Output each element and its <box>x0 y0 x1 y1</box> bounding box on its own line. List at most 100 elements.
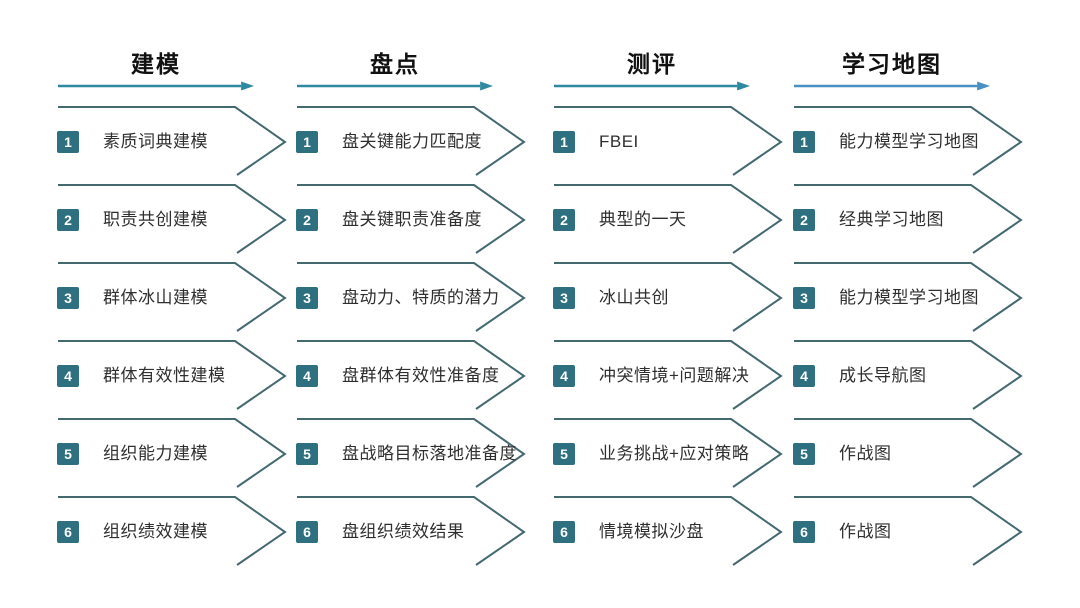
step-number-badge: 5 <box>793 443 815 465</box>
step-label: 群体冰山建模 <box>103 288 208 307</box>
process-step: 2 经典学习地图 <box>793 183 1023 261</box>
step-arrow-outline-icon <box>297 184 526 254</box>
process-step: 3 能力模型学习地图 <box>793 261 1023 339</box>
step-number-badge: 2 <box>57 209 79 231</box>
step-number-badge: 5 <box>57 443 79 465</box>
step-number-badge: 4 <box>793 365 815 387</box>
step-arrow-outline-icon <box>297 496 526 566</box>
step-label: 盘动力、特质的潜力 <box>342 288 500 307</box>
process-column-4: 学习地图 1 能力模型学习地图 2 经典学习地图 3 <box>793 48 1023 573</box>
step-number-badge: 6 <box>57 521 79 543</box>
process-step: 4 群体有效性建模 <box>57 339 287 417</box>
column-arrow-icon <box>57 81 255 91</box>
process-step: 1 FBEI <box>553 105 783 183</box>
step-label: 盘关键能力匹配度 <box>342 132 482 151</box>
step-number-badge: 1 <box>296 131 318 153</box>
step-label: 冰山共创 <box>599 288 669 307</box>
step-arrow-outline-icon <box>297 418 526 488</box>
process-step: 6 情境模拟沙盘 <box>553 495 783 573</box>
process-step: 3 盘动力、特质的潜力 <box>296 261 526 339</box>
process-step: 5 盘战略目标落地准备度 <box>296 417 526 495</box>
step-arrow-outline-icon <box>297 262 526 332</box>
step-label: 组织能力建模 <box>103 444 208 463</box>
step-arrow-outline-icon <box>554 262 783 332</box>
process-step: 6 作战图 <box>793 495 1023 573</box>
process-column-2: 盘点 1 盘关键能力匹配度 2 盘关键职责准备度 3 <box>296 48 526 573</box>
step-label: 盘关键职责准备度 <box>342 210 482 229</box>
column-items: 1 素质词典建模 2 职责共创建模 3 群体冰山建模 4 群体有效性建模 <box>57 105 287 573</box>
step-label: 作战图 <box>839 522 892 541</box>
step-arrow-outline-icon <box>554 184 783 254</box>
step-label: 经典学习地图 <box>839 210 944 229</box>
process-step: 5 组织能力建模 <box>57 417 287 495</box>
step-label: 群体有效性建模 <box>103 366 226 385</box>
column-arrow-icon <box>296 81 494 91</box>
step-arrow-outline-icon <box>58 496 287 566</box>
process-step: 6 组织绩效建模 <box>57 495 287 573</box>
step-arrow-outline-icon <box>554 418 783 488</box>
step-arrow-outline-icon <box>794 418 1023 488</box>
step-label: 成长导航图 <box>839 366 927 385</box>
step-number-badge: 6 <box>296 521 318 543</box>
process-step: 5 业务挑战+应对策略 <box>553 417 783 495</box>
step-number-badge: 2 <box>793 209 815 231</box>
process-step: 3 冰山共创 <box>553 261 783 339</box>
step-arrow-outline-icon <box>297 106 526 176</box>
step-label: 能力模型学习地图 <box>839 132 979 151</box>
step-label: 盘组织绩效结果 <box>342 522 465 541</box>
step-number-badge: 4 <box>296 365 318 387</box>
column-arrow-icon <box>793 81 991 91</box>
step-number-badge: 3 <box>793 287 815 309</box>
step-arrow-outline-icon <box>794 106 1023 176</box>
process-step: 4 盘群体有效性准备度 <box>296 339 526 417</box>
step-arrow-outline-icon <box>58 106 287 176</box>
step-arrow-outline-icon <box>58 262 287 332</box>
step-number-badge: 5 <box>553 443 575 465</box>
step-number-badge: 1 <box>553 131 575 153</box>
step-number-badge: 3 <box>553 287 575 309</box>
column-items: 1 盘关键能力匹配度 2 盘关键职责准备度 3 盘动力、特质的潜力 4 盘群体有… <box>296 105 526 573</box>
column-arrow-icon <box>553 81 751 91</box>
step-arrow-outline-icon <box>794 340 1023 410</box>
step-number-badge: 5 <box>296 443 318 465</box>
step-label: 组织绩效建模 <box>103 522 208 541</box>
step-label: 冲突情境+问题解决 <box>599 366 750 385</box>
process-step: 6 盘组织绩效结果 <box>296 495 526 573</box>
step-arrow-outline-icon <box>554 496 783 566</box>
step-number-badge: 2 <box>553 209 575 231</box>
process-step: 1 能力模型学习地图 <box>793 105 1023 183</box>
step-label: 典型的一天 <box>599 210 687 229</box>
step-label: 盘群体有效性准备度 <box>342 366 500 385</box>
step-arrow-outline-icon <box>554 340 783 410</box>
step-arrow-outline-icon <box>794 262 1023 332</box>
process-step: 2 典型的一天 <box>553 183 783 261</box>
step-label: 职责共创建模 <box>103 210 208 229</box>
step-label: 能力模型学习地图 <box>839 288 979 307</box>
process-step: 5 作战图 <box>793 417 1023 495</box>
process-step: 1 素质词典建模 <box>57 105 287 183</box>
step-label: 作战图 <box>839 444 892 463</box>
step-label: 业务挑战+应对策略 <box>599 444 750 463</box>
step-label: FBEI <box>599 132 639 151</box>
step-number-badge: 4 <box>57 365 79 387</box>
step-label: 素质词典建模 <box>103 132 208 151</box>
process-step: 2 职责共创建模 <box>57 183 287 261</box>
step-number-badge: 4 <box>553 365 575 387</box>
step-number-badge: 1 <box>793 131 815 153</box>
column-title: 建模 <box>131 51 181 77</box>
step-arrow-outline-icon <box>794 496 1023 566</box>
column-items: 1 FBEI 2 典型的一天 3 冰山共创 4 冲突情境+问题解决 <box>553 105 783 573</box>
step-arrow-outline-icon <box>58 418 287 488</box>
column-title: 盘点 <box>370 51 420 77</box>
process-step: 4 成长导航图 <box>793 339 1023 417</box>
step-arrow-outline-icon <box>794 184 1023 254</box>
column-items: 1 能力模型学习地图 2 经典学习地图 3 能力模型学习地图 4 成长导航图 <box>793 105 1023 573</box>
step-number-badge: 3 <box>296 287 318 309</box>
process-step: 4 冲突情境+问题解决 <box>553 339 783 417</box>
process-step: 3 群体冰山建模 <box>57 261 287 339</box>
step-arrow-outline-icon <box>58 184 287 254</box>
step-number-badge: 2 <box>296 209 318 231</box>
step-arrow-outline-icon <box>554 106 783 176</box>
step-arrow-outline-icon <box>297 340 526 410</box>
